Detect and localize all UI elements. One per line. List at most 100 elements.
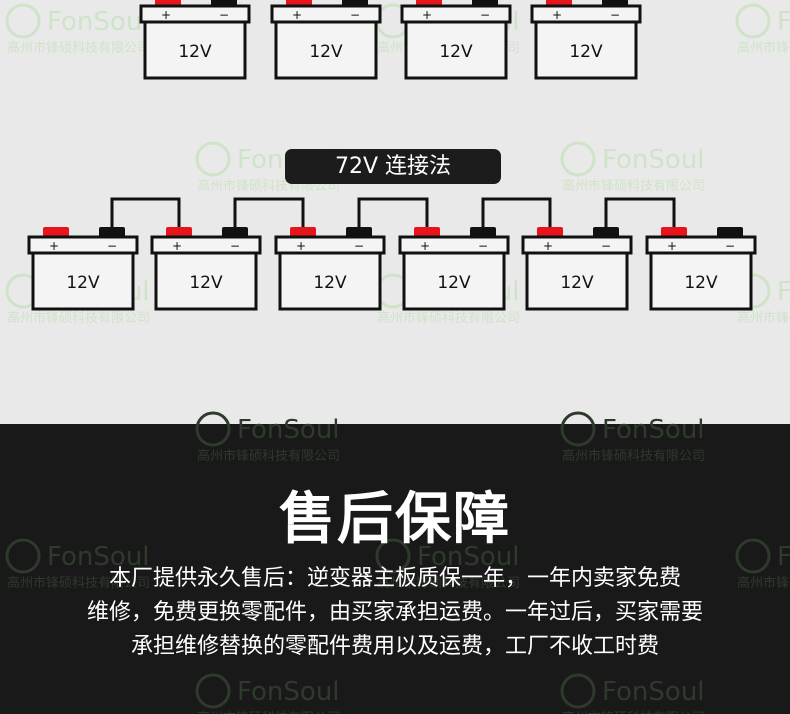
- battery-voltage-label: 12V: [309, 42, 343, 62]
- top-battery-2: + − 12V: [270, 0, 382, 80]
- watermark-logo-icon: [375, 538, 411, 574]
- plus-sign: +: [296, 239, 306, 253]
- watermark-brand: FonSoul: [777, 7, 790, 37]
- battery-body: [31, 251, 135, 311]
- watermark-company: 高州市锋硕科技有限公司: [197, 710, 340, 714]
- plus-sign: +: [420, 239, 430, 253]
- battery-voltage-label: 12V: [684, 273, 718, 293]
- minus-sign: −: [354, 239, 364, 253]
- watermark-brand: FonSoul: [417, 542, 520, 572]
- battery-body: [278, 251, 382, 311]
- minus-sign: −: [107, 239, 117, 253]
- battery-body: [143, 20, 247, 80]
- after-sales-title: 售后保障: [279, 487, 511, 552]
- battery-6: + − 12V: [645, 227, 757, 311]
- watermark-logo-icon: [560, 411, 596, 447]
- plus-sign: +: [292, 8, 302, 22]
- watermark-brand: FonSoul: [602, 145, 705, 175]
- battery-2: + − 12V: [150, 227, 262, 311]
- top-battery-4: + − 12V: [530, 0, 642, 80]
- minus-sign: −: [350, 8, 360, 22]
- minus-sign: −: [480, 8, 490, 22]
- watermark-brand: FonSoul: [602, 415, 705, 445]
- battery-body: [274, 20, 378, 80]
- watermark-company: 高州市锋硕科技有限公司: [737, 310, 790, 326]
- battery-3: + − 12V: [274, 227, 386, 311]
- watermark-brand: FonSoul: [47, 7, 150, 37]
- minus-sign: −: [219, 8, 229, 22]
- top-battery-3: + − 12V: [400, 0, 512, 80]
- watermark: FonSoul 高州市锋硕科技有限公司: [195, 673, 340, 714]
- plus-sign: +: [552, 8, 562, 22]
- watermark-logo-icon: [5, 538, 41, 574]
- battery-body: [402, 251, 506, 311]
- battery-1: +−12V: [27, 227, 139, 311]
- minus-sign: −: [725, 239, 735, 253]
- series-connection-wire: [357, 197, 429, 227]
- plus-sign: +: [667, 239, 677, 253]
- watermark-brand: FonSoul: [777, 277, 790, 307]
- watermark-logo-icon: [560, 141, 596, 177]
- watermark-brand: FonSoul: [602, 677, 705, 707]
- battery-voltage-label: 12V: [313, 273, 347, 293]
- watermark: FonSoul 高州市锋硕科技有限公司: [5, 3, 150, 56]
- watermark-logo-icon: [195, 673, 231, 709]
- series-connection-wire: [233, 197, 305, 227]
- battery-voltage-label: 12V: [439, 42, 473, 62]
- watermark: FonSoul 高州市锋硕科技有限公司: [560, 411, 705, 464]
- battery-body: [534, 20, 638, 80]
- description-line-3: 承担维修替换的零配件费用以及运费，工厂不收工时费: [130, 634, 659, 659]
- minus-sign: −: [601, 239, 611, 253]
- battery-body: [649, 251, 753, 311]
- watermark-company: 高州市锋硕科技有限公司: [562, 448, 705, 464]
- watermark-logo-icon: [5, 3, 41, 39]
- watermark-company: 高州市锋硕科技有限公司: [562, 710, 705, 714]
- watermark-brand: FonSoul: [237, 415, 340, 445]
- watermark-company: 高州市锋硕科技有限公司: [377, 575, 520, 591]
- after-sales-description: 本厂提供永久售后：逆变器主板质保一年，一年内卖家免费 维修，免费更换零配件，由买…: [30, 562, 760, 664]
- watermark: FonSoul 高州市锋硕科技有限公司: [735, 3, 790, 56]
- after-sales-section: [0, 424, 790, 714]
- battery-voltage-label: 12V: [189, 273, 223, 293]
- watermark-brand: FonSoul: [47, 542, 150, 572]
- minus-sign: −: [610, 8, 620, 22]
- description-line-1: 本厂提供永久售后：逆变器主板质保一年，一年内卖家免费: [108, 566, 681, 591]
- diagram-section: [0, 0, 790, 424]
- battery-5: + − 12V: [521, 227, 633, 311]
- watermark-company: 高州市锋硕科技有限公司: [737, 575, 790, 591]
- watermark-logo-icon: [195, 411, 231, 447]
- series-connection-wire: [604, 197, 676, 227]
- watermark-company: 高州市锋硕科技有限公司: [737, 40, 790, 56]
- watermark-company: 高州市锋硕科技有限公司: [7, 310, 150, 326]
- battery-voltage-label: 12V: [178, 42, 212, 62]
- watermark-logo-icon: [735, 3, 771, 39]
- watermark-logo-icon: [560, 673, 596, 709]
- battery-voltage-label: 12V: [66, 273, 100, 293]
- plus-sign: +: [172, 239, 182, 253]
- plus-sign: +: [543, 239, 553, 253]
- watermark-company: 高州市锋硕科技有限公司: [7, 575, 150, 591]
- battery-voltage-label: 12V: [437, 273, 471, 293]
- battery-voltage-label: 12V: [569, 42, 603, 62]
- diagram-title: 72V 连接法: [285, 149, 501, 184]
- minus-sign: −: [230, 239, 240, 253]
- description-line-2: 维修，免费更换零配件，由买家承担运费。一年过后，买家需要: [86, 600, 703, 625]
- top-battery-1: + − 12V: [139, 0, 251, 80]
- battery-body: [525, 251, 629, 311]
- battery-body: [154, 251, 258, 311]
- battery-4: + − 12V: [398, 227, 510, 311]
- plus-sign: +: [161, 8, 171, 22]
- battery-diagram: + − 12V + − 12V + − 12V + − 12V + − 12V + − 12V + − 12V + − 12V…: [27, 0, 757, 311]
- watermark-company: 高州市锋硕科技有限公司: [7, 40, 150, 56]
- watermark-brand: FonSoul: [237, 677, 340, 707]
- battery-voltage-label: 12V: [560, 273, 594, 293]
- watermark: FonSoul 高州市锋硕科技有限公司: [375, 538, 520, 591]
- watermark-brand: FonSoul: [777, 542, 790, 572]
- plus-sign: +: [422, 8, 432, 22]
- minus-sign: −: [478, 239, 488, 253]
- watermark-company: 高州市锋硕科技有限公司: [377, 310, 520, 326]
- series-connection-wire: [110, 197, 181, 227]
- watermark: FonSoul 高州市锋硕科技有限公司: [5, 538, 150, 591]
